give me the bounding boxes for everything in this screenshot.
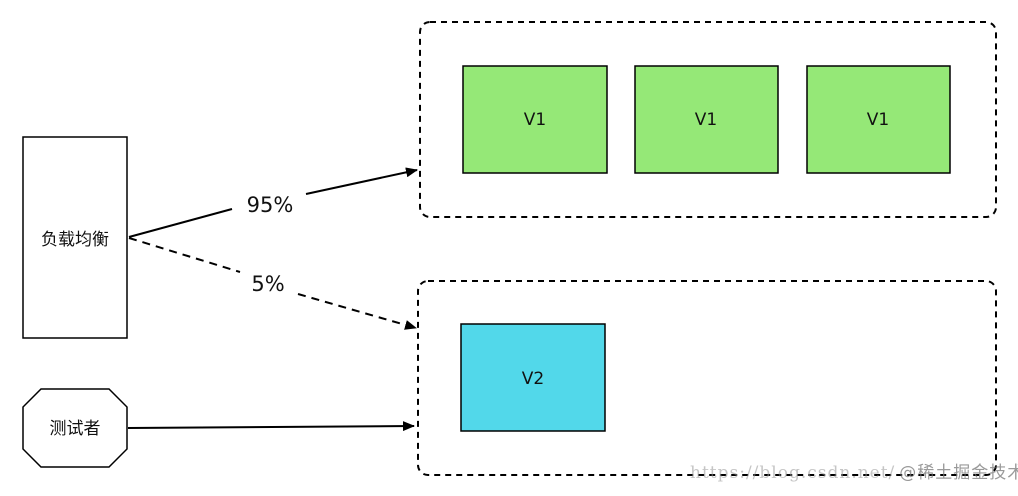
edge-lb-to-v2 <box>128 237 241 273</box>
watermark-brand: @稀土掘金技术社区 <box>899 463 1018 483</box>
edge-lb-to-v1 <box>128 208 233 238</box>
watermark: https://blog.csdn.net/@稀土掘金技术社区 <box>690 458 1018 488</box>
v2-node: V2 <box>460 323 606 432</box>
edge-95-label: 95% <box>247 193 294 217</box>
v2-node-label: V2 <box>522 369 544 389</box>
v1-node-c-label: V1 <box>867 110 889 130</box>
v1-cluster-group <box>419 21 997 218</box>
tester-label: 测试者 <box>50 419 101 439</box>
edge-5-label: 5% <box>251 272 284 296</box>
v2-cluster-group <box>417 280 997 476</box>
v1-node-b-label: V1 <box>695 110 717 130</box>
v1-node-a-label: V1 <box>524 110 546 130</box>
tester-node: 测试者 <box>22 388 128 468</box>
v1-node-b: V1 <box>634 65 779 174</box>
watermark-url: https://blog.csdn.net/ <box>690 463 896 483</box>
load-balancer-node: 负载均衡 <box>22 136 128 339</box>
load-balancer-label: 负载均衡 <box>41 230 109 250</box>
edge-tester-to-v2 <box>127 421 415 432</box>
v1-node-c: V1 <box>806 65 951 174</box>
edge-lb-to-v1-arrow <box>305 167 418 195</box>
edge-lb-to-v2-arrow <box>297 293 417 330</box>
v1-node-a: V1 <box>462 65 608 174</box>
